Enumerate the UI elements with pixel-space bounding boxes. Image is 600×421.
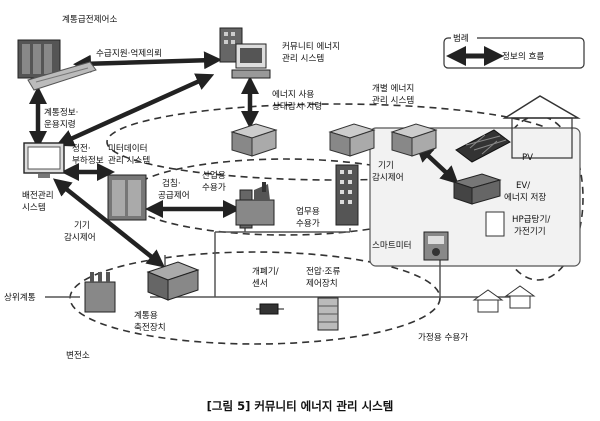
- grid-info-label-2: 운용지령: [44, 118, 76, 130]
- outage-load-label-2: 부하정보: [72, 155, 104, 166]
- device-monitor-left-label-2: 감시제어: [64, 231, 96, 243]
- hp-appliance-icon: [485, 211, 505, 237]
- energy-usage-label-1: 에너지 사용: [272, 89, 314, 100]
- upper-grid-label: 상위계통: [4, 291, 36, 303]
- grid-control-center-icon: [17, 39, 97, 91]
- info-flow-arrows: [29, 51, 459, 268]
- meter-data-label-1: 미터데이터: [108, 143, 148, 154]
- commercial-label-2: 수용가: [296, 218, 320, 229]
- household-label: 가정용 수용가: [418, 332, 468, 343]
- home-server-icon: [390, 123, 438, 157]
- switch-sensor-label-1: 개폐기/: [252, 265, 279, 277]
- arrow-server-to-ev: [415, 143, 459, 185]
- community-ems-label-1: 커뮤니티 에너지: [282, 41, 340, 52]
- substation-label: 변전소: [66, 350, 90, 361]
- grid-storage-label-2: 축전장치: [134, 322, 166, 333]
- grid-info-label-1: 계통정보·: [44, 106, 78, 118]
- community-ems-icon: [219, 27, 271, 79]
- ev-storage-label-2: 에너지 저장: [504, 192, 546, 203]
- legend-title: 범례: [453, 33, 469, 44]
- arrow-cems-to-dms: [55, 73, 215, 147]
- device-monitor-right-label-1: 기기: [378, 160, 394, 171]
- grid-storage-icon: [146, 261, 200, 301]
- office-building-icon: [335, 164, 359, 226]
- device-monitor-right-label-2: 감시제어: [372, 171, 404, 183]
- energy-usage-label-2: 상태감시·지령: [272, 100, 322, 112]
- smart-meter-icon: [423, 231, 449, 261]
- mdms-cabinet-icon: [107, 174, 147, 221]
- pv-label: PV: [522, 153, 533, 163]
- dms-label-2: 시스템: [22, 201, 46, 213]
- outage-load-label-1: 정전·: [72, 143, 91, 154]
- legend-flow-label: 정보의 흐름: [502, 51, 544, 62]
- arrow-grid-to-cems: [73, 51, 222, 73]
- metering-label-2: 공급제어: [158, 190, 190, 201]
- switch-sensor-label-2: 센서: [252, 278, 268, 289]
- pv-panel-icon: [455, 129, 511, 163]
- factory-icon: [235, 182, 275, 229]
- dms-label-1: 배전관리: [22, 190, 54, 201]
- commercial-label-1: 업무용: [296, 206, 320, 217]
- dms-monitor-icon: [23, 142, 65, 178]
- ev-storage-label-1: EV/: [516, 181, 530, 191]
- community-ems-label-2: 관리 시스템: [282, 52, 324, 64]
- smart-meter-label: 스마트미터: [372, 240, 412, 251]
- metering-label-1: 검침·: [162, 177, 181, 189]
- figure-caption: [그림 5] 커뮤니티 에너지 관리 시스템: [207, 399, 394, 413]
- labels: 계통급전제어소 수급지원·억제의뢰 커뮤니티 에너지 관리 시스템 계통정보· …: [4, 13, 550, 361]
- grid-control-center-label: 계통급전제어소: [62, 13, 117, 25]
- switch-sensor-icon: [256, 303, 284, 315]
- grid-storage-label-1: 계통용: [134, 309, 158, 321]
- ev-storage-icon: [452, 173, 502, 205]
- industrial-label-1: 산업용: [202, 170, 226, 181]
- supply-support-label: 수급지원·억제의뢰: [96, 47, 162, 59]
- transformer-icon: [84, 272, 116, 313]
- device-monitor-left-label-1: 기기: [74, 220, 90, 231]
- voltage-control-label-1: 전압·조류: [306, 266, 340, 277]
- individual-ems-label-2: 관리 시스템: [372, 94, 414, 106]
- arrow-dms-to-substation: [52, 178, 166, 268]
- distribution-network-ellipse: [69, 251, 441, 345]
- legend: 범례 정보의 흐름: [443, 33, 585, 69]
- hp-appliance-label-2: 가전기기: [514, 226, 546, 237]
- commercial-server-icon: [328, 123, 376, 157]
- hp-appliance-label-1: HP급탕기/: [512, 214, 550, 225]
- voltage-control-label-2: 제어장치: [306, 278, 338, 289]
- industrial-label-2: 수용가: [202, 182, 226, 193]
- household-icon: [472, 285, 536, 313]
- industrial-server-icon: [230, 123, 278, 157]
- house-icon: [502, 95, 581, 159]
- voltage-control-icon: [317, 297, 339, 331]
- individual-ems-label-1: 개별 에너지: [372, 83, 414, 94]
- meter-data-label-2: 관리 시스템: [108, 154, 150, 166]
